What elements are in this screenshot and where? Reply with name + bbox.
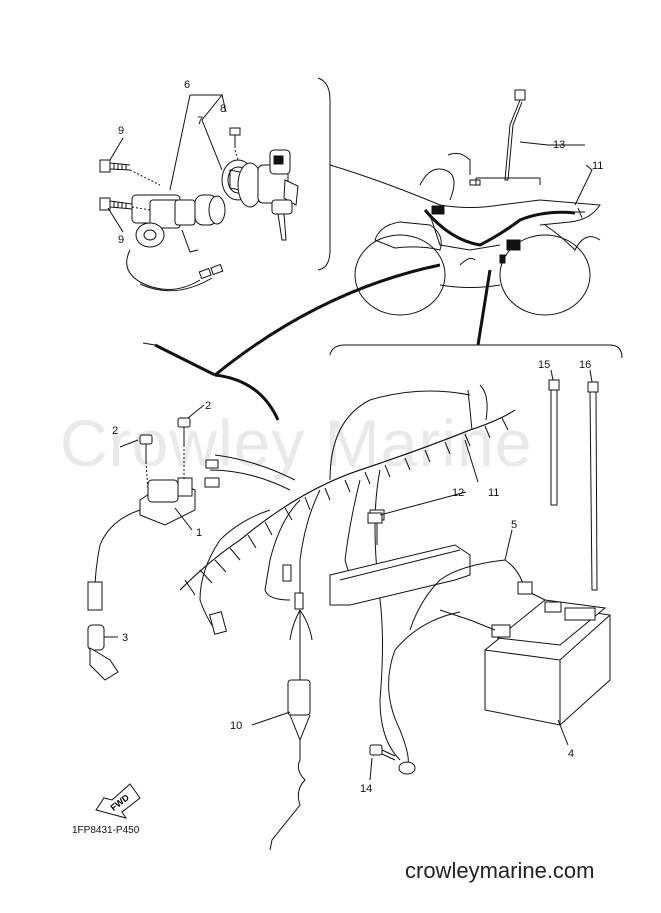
wire-harness [179, 384, 516, 761]
main-switch-inset [99, 77, 331, 292]
neutral-switch [269, 609, 313, 851]
callout-9-upper: 9 [118, 125, 124, 137]
callout-11-vehicle: 11 [592, 160, 603, 172]
callout-5: 5 [511, 519, 517, 531]
bolt-2-left [139, 434, 153, 462]
main-switch-body [126, 194, 226, 292]
band-13-vehicle [504, 89, 526, 181]
key-cylinder [221, 149, 299, 208]
callout-15: 15 [538, 359, 550, 371]
vehicle-outline [329, 89, 601, 316]
site-link[interactable]: crowleymarine.com [405, 858, 595, 883]
bolt-9-lower [99, 197, 133, 211]
bolt-2-right [177, 417, 191, 445]
callout-4: 4 [568, 748, 574, 760]
key-icon [271, 199, 293, 241]
diagram-code: 1FP8431-P450 [72, 825, 140, 836]
callout-3: 3 [122, 632, 128, 644]
watermark-text: Crowley Marine [60, 406, 533, 480]
callout-13: 13 [553, 139, 565, 151]
callout-leaders [104, 137, 593, 781]
band-15 [548, 379, 560, 506]
band-16 [587, 381, 599, 591]
callout-9-lower: 9 [118, 234, 124, 246]
leader-to-harness [214, 373, 280, 421]
callout-11-harness: 11 [488, 487, 499, 499]
bolt-9-upper [99, 159, 131, 173]
callout-14: 14 [360, 783, 372, 795]
callout-12: 12 [452, 487, 464, 499]
callouts: 1 2 2 3 4 5 6 7 8 9 9 10 11 11 12 13 14 … [112, 79, 603, 795]
callout-8: 8 [220, 103, 226, 115]
battery [484, 599, 611, 726]
fwd-arrow-icon: FWD [95, 783, 141, 819]
leader-to-inset [214, 263, 441, 377]
callout-16: 16 [579, 359, 591, 371]
ignition-coil [87, 477, 196, 611]
fuse [367, 512, 383, 524]
callout-2-left: 2 [112, 425, 118, 437]
bolt-14 [369, 744, 396, 761]
screw-8 [229, 127, 241, 161]
callout-10: 10 [230, 720, 242, 732]
battery-leads [388, 559, 546, 775]
callout-6: 6 [184, 79, 190, 91]
callout-2-right: 2 [205, 400, 211, 412]
callout-7: 7 [197, 115, 203, 127]
spark-plug-cap [87, 624, 119, 681]
callout-1: 1 [196, 527, 202, 539]
